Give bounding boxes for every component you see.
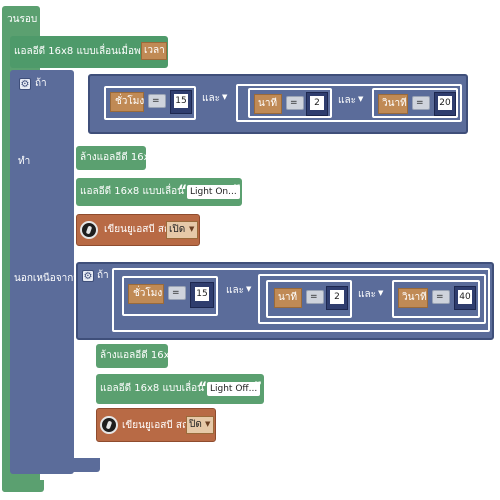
cond2-second-op-label: = bbox=[436, 292, 444, 302]
cond1-hour-op-label: = bbox=[152, 96, 160, 106]
led-scroll-label-2: แอลอีดี 16x8 แบบเลื่อน bbox=[100, 383, 204, 394]
cond2-and-label-1: และ bbox=[226, 285, 244, 296]
cond1-minute-label: นาที bbox=[258, 98, 278, 109]
usb-state-dropdown-1[interactable] bbox=[166, 221, 198, 239]
cond2-hour-op[interactable] bbox=[168, 286, 186, 300]
cond1-second-value[interactable]: 20 bbox=[438, 96, 452, 110]
chevron-down-icon[interactable]: ▼ bbox=[189, 225, 195, 233]
clear-led-block-1[interactable] bbox=[76, 146, 146, 170]
cond2-second-op[interactable] bbox=[432, 290, 450, 304]
clear-led-label-1: ล้างแอลอีดี 16x8 bbox=[80, 152, 156, 163]
cond2-hour-value[interactable]: 15 bbox=[195, 287, 209, 301]
chevron-down-icon[interactable]: ▼ bbox=[222, 93, 228, 101]
cond1-minute-var[interactable] bbox=[254, 94, 282, 114]
quote-open-icon: “ bbox=[198, 380, 208, 396]
cond2-second-label: วินาที bbox=[402, 292, 427, 303]
cond1-hour-value[interactable]: 15 bbox=[174, 94, 188, 108]
if-else-footer bbox=[10, 458, 100, 472]
cond1-second-var[interactable] bbox=[378, 94, 408, 114]
cond1-and-label-1: และ bbox=[202, 93, 220, 104]
usb-state-label-2: ปิด bbox=[189, 419, 202, 430]
cond1-hour-label: ชั่วโมง bbox=[115, 96, 145, 107]
cond2-hour-label: ชั่วโมง bbox=[133, 288, 163, 299]
chevron-down-icon[interactable]: ▼ bbox=[358, 95, 364, 103]
usb-write-label-1: เขียนยูเอสบี สถานะ bbox=[104, 224, 188, 235]
cond1-minute-value[interactable]: 2 bbox=[310, 96, 324, 110]
cond2-hour-var[interactable] bbox=[128, 284, 164, 304]
usb-knob-icon bbox=[100, 416, 118, 434]
usb-knob-icon bbox=[80, 221, 98, 239]
cond2-hour-op-label: = bbox=[172, 288, 180, 298]
cond1-hour-op[interactable] bbox=[148, 94, 166, 108]
cond2-minute-op-label: = bbox=[310, 292, 318, 302]
quote-open-icon: “ bbox=[178, 183, 188, 199]
loop-block-footer bbox=[2, 480, 44, 492]
if-label: ถ้า bbox=[35, 78, 47, 89]
gear-icon[interactable]: ⚙ bbox=[19, 78, 31, 90]
if-else-block[interactable] bbox=[10, 70, 74, 474]
do-label: ทำ bbox=[18, 156, 31, 167]
clear-led-label-2: ล้างแอลอีดี 16x8 bbox=[100, 350, 176, 361]
else-if-label: ถ้า bbox=[97, 270, 109, 281]
time-param[interactable] bbox=[141, 42, 167, 60]
chevron-down-icon[interactable]: ▼ bbox=[246, 285, 252, 293]
loop-label: วนรอบ bbox=[7, 14, 38, 25]
cond1-minute-op[interactable] bbox=[286, 96, 304, 110]
cond2-second-var[interactable] bbox=[398, 288, 428, 308]
led-scroll-ready-label: แอลอีดี 16x8 แบบเลื่อนเมื่อพร้อม bbox=[14, 46, 159, 57]
cond2-second-value[interactable]: 40 bbox=[458, 290, 472, 304]
quote-close-icon: ” bbox=[232, 183, 242, 199]
led-scroll-label-1: แอลอีดี 16x8 แบบเลื่อน bbox=[80, 186, 184, 197]
time-param-label: เวลา bbox=[144, 45, 165, 56]
usb-state-label-1: เปิด bbox=[169, 224, 186, 235]
cond1-second-op-label: = bbox=[416, 98, 424, 108]
chevron-down-icon[interactable]: ▼ bbox=[378, 289, 384, 297]
else-label: นอกเหนือจากนี้ bbox=[14, 273, 81, 284]
usb-state-dropdown-2[interactable] bbox=[186, 416, 214, 434]
cond1-second-label: วินาที bbox=[382, 98, 407, 109]
led-scroll-text-1[interactable]: Light On... bbox=[187, 185, 240, 199]
quote-close-icon: ” bbox=[253, 380, 263, 396]
cond2-minute-value[interactable]: 2 bbox=[330, 290, 344, 304]
cond2-minute-var[interactable] bbox=[274, 288, 302, 308]
cond2-minute-op[interactable] bbox=[306, 290, 324, 304]
cond1-minute-op-label: = bbox=[290, 98, 298, 108]
cond2-minute-label: นาที bbox=[278, 292, 298, 303]
led-scroll-text-2[interactable]: Light Off... bbox=[207, 382, 261, 396]
do-label-2: ทำ bbox=[82, 351, 95, 362]
clear-led-block-2[interactable] bbox=[96, 344, 168, 368]
chevron-down-icon[interactable]: ▼ bbox=[205, 420, 211, 428]
cond2-and-label-2: และ bbox=[358, 289, 376, 300]
cond1-hour-var[interactable] bbox=[110, 92, 144, 112]
cond1-second-op[interactable] bbox=[412, 96, 430, 110]
usb-write-label-2: เขียนยูเอสบี สถานะ bbox=[122, 420, 206, 431]
gear-icon[interactable]: ⚙ bbox=[82, 270, 94, 282]
cond1-and-label-2: และ bbox=[338, 95, 356, 106]
